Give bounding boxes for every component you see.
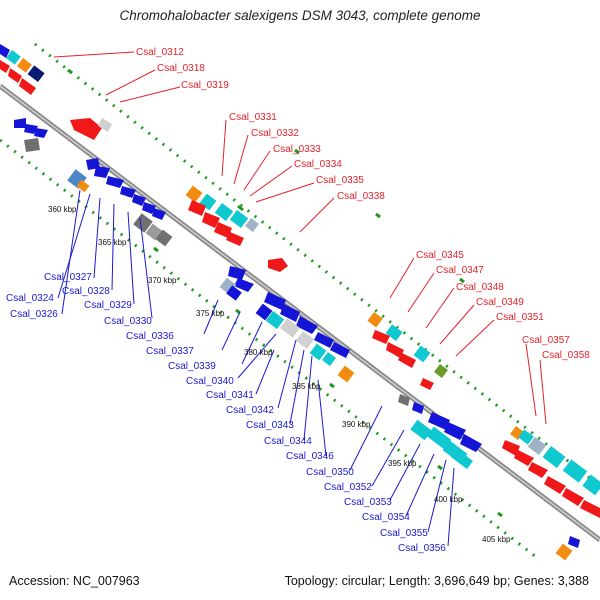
tick-label-395-kbp: 395 kbp [388,459,417,468]
gene-label-csal-0355: Csal_0355 [380,528,428,539]
gene-label-csal-0338: Csal_0338 [337,191,385,202]
tick-label-370-kbp: 370 kbp [148,276,177,285]
tick-label-390-kbp: 390 kbp [342,420,371,429]
gene-label-csal-0347: Csal_0347 [436,265,484,276]
forward-label-group: Csal_0312Csal_0318Csal_0319Csal_0331Csal… [136,47,590,361]
gene-label-csal-0341: Csal_0341 [206,390,254,401]
gene-label-csal-0326: Csal_0326 [10,309,58,320]
tick-label-365-kbp: 365 kbp [98,238,127,247]
gene-label-csal-0332: Csal_0332 [251,128,299,139]
gene-csal-0312 [0,44,10,58]
gene-label-csal-0337: Csal_0337 [146,346,194,357]
tick-label-405-kbp: 405 kbp [482,535,511,544]
gene-label-csal-0319: Csal_0319 [181,80,229,91]
gene-label-csal-0328: Csal_0328 [62,286,110,297]
gc-skew-marks [67,68,503,518]
gene-label-csal-0331: Csal_0331 [229,112,277,123]
gene-csal-0319 [98,118,112,132]
tick-label-380-kbp: 380 kbp [244,348,273,357]
reverse-genes [14,118,580,561]
gene-label-csal-0318: Csal_0318 [157,63,205,74]
gene-label-csal-0358: Csal_0358 [542,350,590,361]
gene-label-csal-0336: Csal_0336 [126,331,174,342]
map-title: Chromohalobacter salexigens DSM 3043, co… [119,8,481,23]
gene-label-csal-0348: Csal_0348 [456,282,504,293]
gene-label-csal-0344: Csal_0344 [264,436,312,447]
gene-label-csal-0335: Csal_0335 [316,175,364,186]
tick-label-385-kbp: 385 kbp [292,382,321,391]
gene-label-csal-0353: Csal_0353 [344,497,392,508]
gene-label-csal-0349: Csal_0349 [476,297,524,308]
gene-label-csal-0354: Csal_0354 [362,512,410,523]
tick-label-group: 360 kbp 365 kbp 370 kbp 375 kbp 380 kbp 385 k… [48,205,511,544]
gene-label-csal-0345: Csal_0345 [416,250,464,261]
gene-label-csal-0330: Csal_0330 [104,316,152,327]
gene-label-csal-0350: Csal_0350 [306,467,354,478]
forward-genes [0,44,600,518]
gene-label-csal-0357: Csal_0357 [522,335,570,346]
gene-label-csal-0339: Csal_0339 [168,361,216,372]
gene-label-csal-0346: Csal_0346 [286,451,334,462]
gene-label-csal-0351: Csal_0351 [496,312,544,323]
gene-label-csal-0334: Csal_0334 [294,159,342,170]
accession-label: Accession: NC_007963 [9,574,140,588]
forward-leader-lines [53,51,547,425]
gene-label-csal-0333: Csal_0333 [273,144,321,155]
tick-label-400-kbp: 400 kbp [434,495,463,504]
gene-label-csal-0327: Csal_0327 [44,272,92,283]
gene-label-csal-0312: Csal_0312 [136,47,184,58]
reverse-leader-lines [57,189,455,547]
gene-label-csal-0329: Csal_0329 [84,300,132,311]
tick-label-375-kbp: 375 kbp [196,309,225,318]
gene-csal-0338 [268,258,288,272]
gene-label-csal-0342: Csal_0342 [226,405,274,416]
gene-label-csal-0340: Csal_0340 [186,376,234,387]
gene-label-csal-0356: Csal_0356 [398,543,446,554]
gene-label-csal-0352: Csal_0352 [324,482,372,493]
gene-label-csal-0324: Csal_0324 [6,293,54,304]
tick-label-360-kbp: 360 kbp [48,205,77,214]
reverse-label-group: Csal_0327Csal_0328Csal_0324Csal_0329Csal… [6,272,446,554]
genome-summary: Topology: circular; Length: 3,696,649 bp… [284,574,589,588]
gc-track-outer [0,42,600,562]
gene-csal-0318 [70,118,102,140]
gene-label-csal-0343: Csal_0343 [246,420,294,431]
backbone [0,84,600,542]
